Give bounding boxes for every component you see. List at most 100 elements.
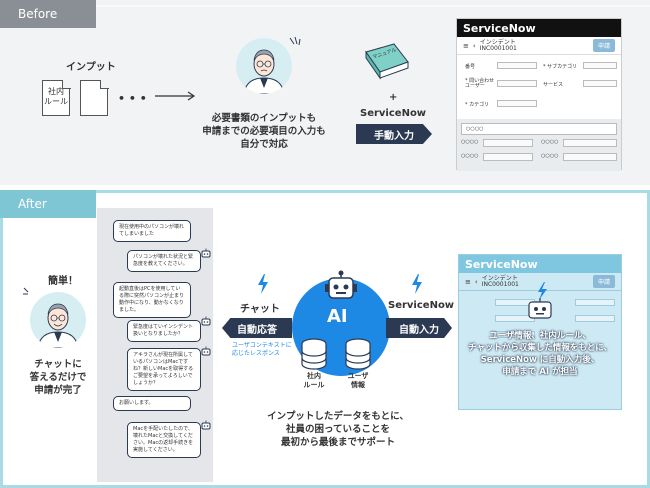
before-servicenow-panel: ServiceNow ≡ ‹ インシデント INC0001001 申請 番号 *… (456, 18, 622, 171)
context-caption: ユーザコンテキストに 応じたレスポンス (232, 342, 292, 358)
manual-book-icon (365, 43, 409, 80)
doc-rules-line2: ルール (44, 97, 68, 106)
before-sn-right-label-1: * サブカテゴリ (543, 63, 578, 70)
after-sn-overlay-line1: ユーザ情報、社内ルール、 (489, 331, 591, 341)
rules-db-label-line1: 社内 (307, 372, 321, 380)
after-tab-label: After (18, 197, 47, 211)
before-sn-incident-number: INC0001001 (479, 44, 517, 52)
ellipsis-dots: • • • (118, 92, 147, 105)
before-sn-wide-field[interactable]: ○○○○ (461, 123, 617, 135)
before-sn-row-label-2: * 問い合わせユーザー (465, 78, 495, 89)
before-tab-divider (96, 5, 650, 7)
after-person-caption-line2: 答えるだけで (29, 372, 87, 383)
after-person-caption-line3: 申請が完了 (34, 385, 82, 396)
doc-rules-line1: 社内 (48, 87, 64, 96)
after-sn-robot-icon (528, 282, 552, 319)
menu-icon[interactable]: ≡ (463, 41, 469, 50)
context-caption-line2: 応じたレスポンス (232, 350, 280, 357)
manual-input-tag: 手動入力 (356, 124, 432, 144)
before-sn-incident-label: インシデント (479, 38, 516, 46)
context-caption-line1: ユーザコンテキストに (232, 342, 292, 349)
after-tab: After (0, 190, 96, 218)
right-arrow-icon (155, 91, 196, 101)
lightning-bolt-icon (412, 274, 422, 294)
before-sn-user-field[interactable] (497, 80, 537, 87)
before-sn-field-label-b: ○○○○ (541, 139, 559, 145)
chevron-left-icon[interactable]: ‹ (474, 277, 478, 286)
input-label: インプット (66, 62, 116, 73)
after-sn-submit-button[interactable]: 申請 (592, 275, 615, 288)
before-sn-service-field[interactable] (583, 80, 617, 87)
chat-bot-icon (201, 346, 211, 356)
after-sn-overlay-line3: ServiceNow に自動入力後、 (480, 355, 600, 365)
rules-db-label-line2: ルール (303, 381, 325, 389)
chat-user-message-1: 現在使用中のパソコンが壊れてしまいました (113, 220, 191, 242)
before-caption-line1: 必要書類のインプットも (211, 113, 317, 124)
after-sn-field-4[interactable] (575, 299, 615, 306)
user-db-label-line1: ユーザ (347, 372, 369, 380)
before-sn-number-field[interactable] (497, 62, 537, 69)
before-sn-search-field-a[interactable] (483, 139, 533, 147)
menu-icon[interactable]: ≡ (465, 277, 471, 286)
after-sn-title: ServiceNow (459, 255, 621, 273)
before-sn-subcategory-field[interactable] (583, 62, 617, 69)
manual-input-tag-label: 手動入力 (374, 130, 414, 142)
doc-blank-icon (80, 79, 109, 116)
after-sn-field-5[interactable] (575, 315, 615, 322)
rules-db-label: 社内 ルール (302, 372, 326, 390)
chat-bot-message-4: Macを手配いたしたので、壊れたMacと交換してください。Macの返却手続きを実… (127, 422, 201, 458)
before-sn-subheader: ≡ ‹ インシデント INC0001001 申請 (457, 37, 621, 55)
before-caption-line3: 自分で対応 (240, 139, 288, 150)
person-figure-icon (243, 49, 285, 94)
chat-label: チャット (240, 304, 280, 315)
ai-label: AI (327, 306, 348, 327)
before-sn-right-label-2: サービス (543, 81, 564, 88)
before-servicenow-label: ServiceNow (360, 108, 427, 119)
before-sn-submit-button[interactable]: 申請 (592, 39, 615, 52)
chat-user-message-3: お願いします。 (113, 396, 191, 411)
chat-bot-message-3: アキラさんが現在所属しているパソコンはMacですね？新しいMacを取得するご要望… (127, 348, 201, 391)
sweat-icon (289, 36, 301, 46)
chat-bot-icon (201, 420, 211, 430)
rules-database-icon (301, 338, 327, 370)
auto-input-tag-label: 自動入力 (399, 324, 439, 336)
after-bottom-caption-line3: 最初から最後までサポート (280, 437, 395, 448)
user-db-label-line2: 情報 (351, 381, 365, 389)
after-bottom-caption: インプットしたデータをもとに、 社員の困っていることを 最初から最後までサポート (262, 410, 414, 449)
before-caption: 必要書類のインプットも 申請までの必要項目の入力も 自分で対応 (198, 112, 330, 151)
chat-bot-icon (201, 316, 211, 326)
before-sn-row-label-3: * カテゴリ (465, 101, 490, 108)
before-sn-field-b[interactable] (563, 139, 617, 147)
before-sn-form: 番号 * サブカテゴリ * 問い合わせユーザー サービス * カテゴリ (457, 55, 621, 119)
robot-icon (325, 270, 357, 299)
before-sn-search-field-c[interactable] (483, 153, 533, 161)
before-tab: Before (0, 0, 96, 28)
after-servicenow-label: ServiceNow (388, 300, 455, 311)
before-sn-row-label-1: 番号 (465, 63, 476, 70)
before-caption-line2: 申請までの必要項目の入力も (202, 126, 326, 137)
chevron-left-icon[interactable]: ‹ (472, 41, 476, 50)
person-figure-icon (37, 303, 79, 348)
after-person-caption-line1: チャットに (34, 359, 82, 370)
before-sn-category-field[interactable] (497, 100, 537, 107)
happy-person-avatar (30, 292, 86, 348)
user-db-label: ユーザ 情報 (346, 372, 370, 390)
easy-label: 簡単！ (48, 276, 78, 287)
chat-bot-message-2: 緊急度はていインシデント扱いとなりましたか？ (127, 320, 201, 342)
after-sn-incident: インシデント INC0001001 (482, 275, 519, 288)
after-sn-overlay-text: ユーザ情報、社内ルール、 チャットから収集した情報をもとに、 ServiceNo… (458, 330, 622, 378)
after-bottom-caption-line1: インプットしたデータをもとに、 (267, 411, 409, 422)
auto-response-tag: 自動応答 (222, 318, 292, 338)
after-servicenow-panel: ServiceNow ≡ ‹ インシデント INC0001001 申請 (458, 254, 622, 410)
before-sn-field-label-a: ○○○○ (461, 139, 479, 145)
after-sn-overlay-line2: チャットから収集した情報をもとに、 (468, 343, 612, 353)
doc-rules-icon: 社内 ルール (42, 79, 71, 116)
chat-bot-message-1: パソコンが壊れた状況と緊急度を教えてください。 (127, 250, 201, 272)
sparkle-icon (23, 287, 29, 295)
chat-log-panel[interactable]: 現在使用中のパソコンが壊れてしまいました パソコンが壊れた状況と緊急度を教えてく… (97, 208, 213, 482)
auto-response-tag-label: 自動応答 (237, 324, 277, 336)
after-sn-field-3[interactable] (495, 331, 535, 338)
after-sn-overlay-line4: 申請まで AI が担当 (502, 367, 578, 377)
before-sn-field-d[interactable] (563, 153, 617, 161)
before-sn-incident: インシデント INC0001001 (479, 38, 517, 52)
